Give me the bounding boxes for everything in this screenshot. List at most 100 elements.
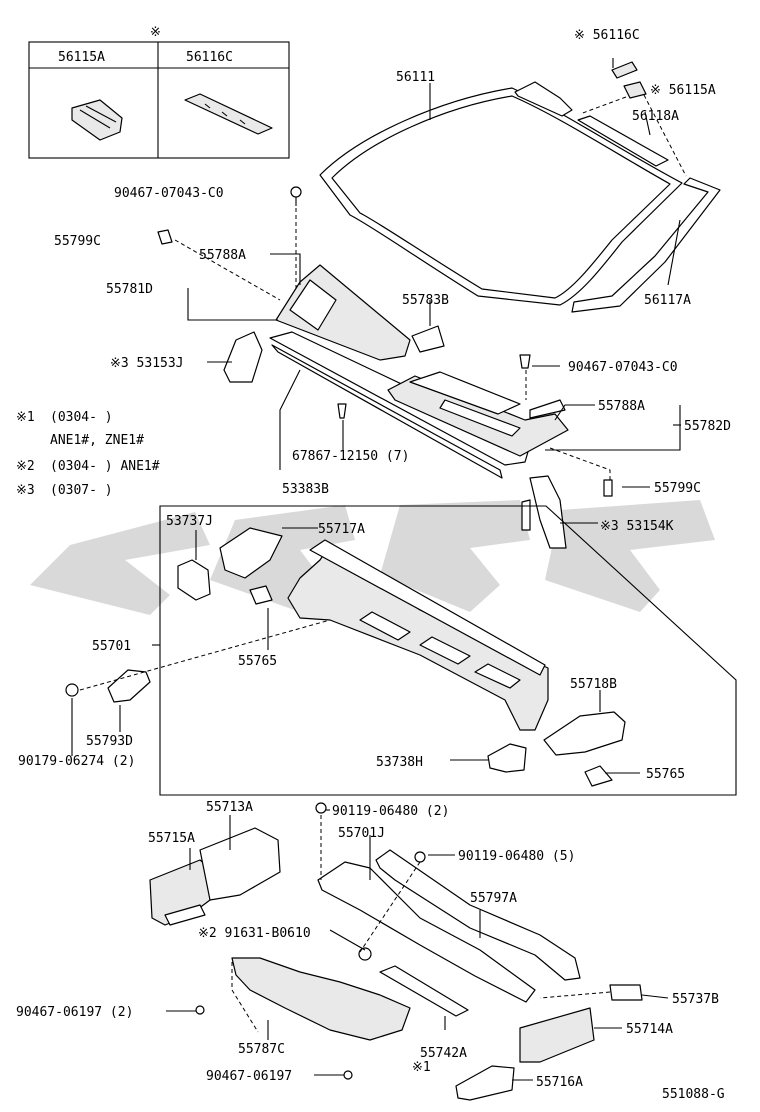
label-67867: 67867-12150 (7) [292, 449, 409, 464]
note1-text: (0304- ) [50, 410, 113, 425]
label-55781D: 55781D [106, 282, 153, 297]
diagram-stroke [239, 119, 246, 125]
inset-col2: 56116C [186, 50, 233, 65]
diagram-stroke [667, 219, 681, 286]
label-56116C: ※ 56116C [574, 28, 640, 43]
label-55788A-mid: 55788A [598, 399, 645, 414]
diagram-stroke [379, 965, 469, 1017]
diagram-stroke [519, 354, 531, 369]
label-55713A: 55713A [206, 800, 253, 815]
diagram-stroke [331, 95, 671, 299]
diagram-stroke [231, 957, 411, 1041]
diagram-stroke [159, 505, 737, 796]
label-mark1: ※1 [412, 1060, 431, 1075]
label-55788A-top: 55788A [199, 248, 246, 263]
diagram-stroke [603, 479, 613, 497]
label-90467-07043-mid: 90467-07043-C0 [568, 360, 678, 375]
windshield-glass [319, 58, 721, 313]
note1-text2: ANE1#, ZNE1# [50, 433, 144, 448]
cowl-leaders [174, 208, 681, 524]
diagram-stroke [309, 539, 546, 676]
label-53738H: 53738H [376, 755, 423, 770]
diagram-stroke [611, 61, 638, 79]
diagram-stroke [85, 105, 117, 123]
diagram-stroke [28, 41, 290, 159]
diagram-stroke [375, 849, 581, 981]
note3-text: (0307- ) [50, 483, 113, 498]
diagram-stroke [199, 827, 281, 901]
diagram-stroke [521, 499, 531, 531]
diagram-stroke [317, 861, 536, 1003]
diagram-stroke [195, 1005, 205, 1015]
diagram-stroke [641, 994, 669, 999]
diagram-stroke [519, 1007, 595, 1063]
label-55765-right: 55765 [646, 767, 685, 782]
diagram-stroke [157, 229, 173, 245]
label-55737B: 55737B [672, 992, 719, 1007]
diagram-stroke [30, 512, 210, 615]
label-55714A: 55714A [626, 1022, 673, 1037]
label-55765-left: 55765 [238, 654, 277, 669]
note2-mark: ※2 [16, 459, 35, 474]
inset-col1: 56115A [58, 50, 105, 65]
label-56118A: 56118A [632, 109, 679, 124]
diagram-stroke [584, 765, 613, 787]
diagram-stroke [529, 399, 566, 419]
label-55717A: 55717A [318, 522, 365, 537]
diagram-stroke [329, 929, 366, 951]
diagram-stroke [380, 500, 530, 612]
label-53383B: 53383B [282, 482, 329, 497]
diagram-stroke [65, 683, 79, 697]
diagram-stroke [249, 585, 273, 605]
diagram-stroke [439, 399, 521, 437]
diagram-stroke [187, 288, 278, 321]
label-55799C-mid: 55799C [654, 481, 701, 496]
diagram-stroke [529, 475, 567, 549]
label-55783B: 55783B [402, 293, 449, 308]
diagram-stroke [271, 344, 503, 479]
cowl-reinforcement-group [65, 505, 737, 796]
diagram-stroke [315, 802, 327, 814]
diagram-stroke [455, 1065, 515, 1101]
label-55701: 55701 [92, 639, 131, 654]
diagram-stroke [177, 559, 211, 601]
diagram-stroke [174, 239, 281, 301]
diagram-stroke [411, 325, 445, 353]
diagram-stroke [474, 663, 521, 689]
label-55797A: 55797A [470, 891, 517, 906]
diagram-stroke [554, 404, 595, 421]
label-55742A: 55742A [420, 1046, 467, 1061]
diagram-stroke [290, 186, 302, 198]
inset-mark: ※ [150, 25, 161, 40]
diagram-stroke [343, 1070, 353, 1080]
label-56111: 56111 [396, 70, 435, 85]
label-53737J: 53737J [166, 514, 213, 529]
label-55787C: 55787C [238, 1042, 285, 1057]
clip-56116C-drawing [184, 93, 273, 135]
diagram-stroke [609, 984, 643, 1001]
diagram-stroke [164, 904, 206, 926]
diagram-stroke [487, 743, 527, 773]
diagram-stroke [270, 253, 301, 285]
diagram-stroke [419, 636, 471, 665]
note1-mark: ※1 [16, 410, 35, 425]
clip-56115A-drawing [71, 99, 123, 141]
label-55799C-top: 55799C [54, 234, 101, 249]
label-91631: ※2 91631-B0610 [198, 926, 311, 941]
label-90179: 90179-06274 (2) [18, 754, 135, 769]
note2-text: (0304- ) ANE1# [50, 459, 160, 474]
diagram-stroke [79, 619, 331, 691]
label-53153J: ※3 53153J [110, 356, 184, 371]
lower-parts [149, 802, 643, 1101]
diagram-stroke [571, 177, 721, 313]
windshield-leaders [429, 83, 687, 286]
diagram-stroke [219, 527, 283, 579]
diagram-stroke [79, 109, 111, 129]
diagram-stroke [231, 962, 259, 1033]
label-55782D: 55782D [684, 419, 731, 434]
label-56115A: ※ 56115A [650, 83, 716, 98]
note3-mark: ※3 [16, 483, 35, 498]
diagram-stroke [223, 331, 263, 383]
label-55718B: 55718B [570, 677, 617, 692]
